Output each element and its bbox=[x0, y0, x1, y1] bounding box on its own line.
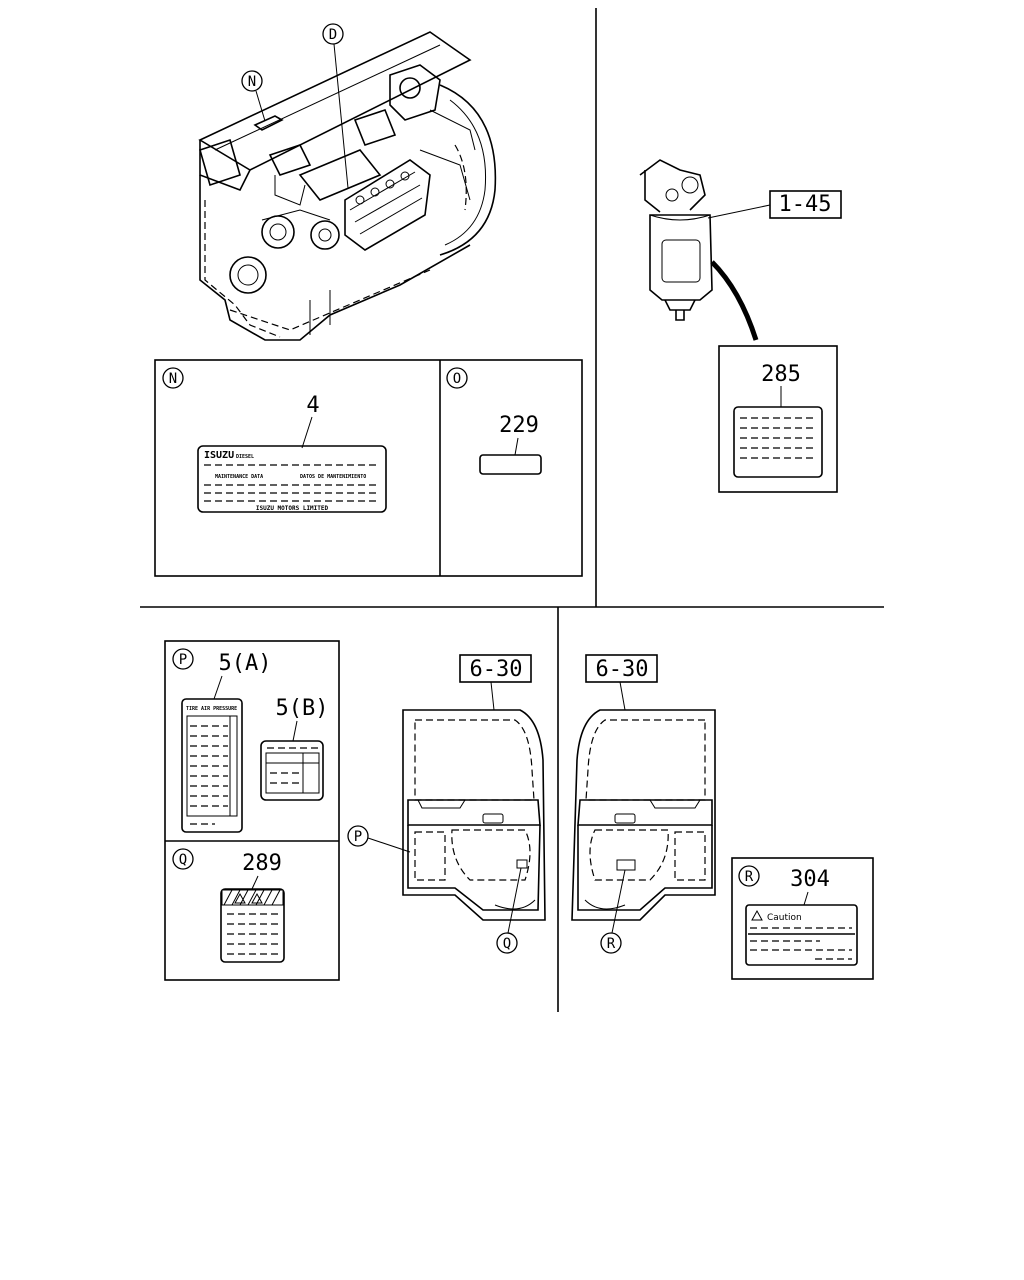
ref-box-1-45 bbox=[769, 190, 842, 219]
isuzu-maintenance-label: ISUZU DIESEL MAINTENANCE DATA DATOS DE M… bbox=[197, 445, 387, 513]
left-door-illustration: 6-30 bbox=[402, 654, 546, 921]
callout-p-letter: P bbox=[179, 652, 187, 668]
tire-pressure-label-b bbox=[260, 740, 324, 801]
part-number-304: 304 bbox=[790, 867, 830, 892]
callout-p-door-letter: P bbox=[354, 829, 362, 845]
p-q-label-panel: P 5(A) TIRE AIR PRESSURE 5(B) bbox=[164, 640, 340, 981]
callout-n-engine: N bbox=[241, 70, 266, 122]
callout-n-box-letter: N bbox=[169, 371, 177, 387]
label-285-sticker bbox=[733, 406, 823, 478]
datos-mantenimiento-text: DATOS DE MANTENIMIENTO bbox=[300, 474, 366, 480]
section-dividers bbox=[140, 8, 884, 1012]
callout-n-letter: N bbox=[248, 74, 256, 90]
callout-q-door-letter: Q bbox=[503, 936, 511, 952]
isuzu-motors-text: ISUZU MOTORS LIMITED bbox=[256, 505, 329, 512]
ref-box-6-30-right bbox=[585, 654, 658, 683]
callout-p-door: P bbox=[347, 825, 411, 853]
ref-box-6-30-left bbox=[459, 654, 532, 683]
part-number-289: 289 bbox=[242, 851, 282, 876]
tire-header-text: TIRE AIR PRESSURE bbox=[186, 706, 237, 712]
part-number-5b: 5(B) bbox=[276, 696, 329, 721]
callout-q-letter: Q bbox=[179, 852, 187, 868]
warning-label-289 bbox=[220, 888, 285, 963]
isuzu-diesel-text: DIESEL bbox=[236, 454, 254, 460]
callout-r-box-letter: R bbox=[745, 869, 754, 885]
callout-o-letter: O bbox=[453, 371, 461, 387]
filter-ref-callout: 1-45 bbox=[707, 190, 842, 219]
part-number-229: 229 bbox=[499, 413, 539, 438]
filter-label-panel: 285 bbox=[718, 345, 838, 493]
ref-6-30-left-text: 6-30 bbox=[470, 657, 523, 682]
caution-label-304: Caution bbox=[745, 904, 858, 966]
callout-r-door: R bbox=[600, 869, 626, 954]
ref-1-45-text: 1-45 bbox=[779, 192, 832, 217]
engine-illustration bbox=[198, 31, 497, 341]
tire-pressure-label-a: TIRE AIR PRESSURE bbox=[181, 698, 243, 833]
isuzu-brand-text: ISUZU bbox=[204, 450, 234, 461]
callout-d-engine: D bbox=[322, 23, 349, 189]
callout-r-door-letter: R bbox=[607, 936, 616, 952]
fuel-filter-illustration bbox=[639, 159, 759, 341]
right-door-illustration: 6-30 bbox=[571, 654, 716, 921]
callout-q-door: Q bbox=[496, 867, 522, 954]
label-229-sticker bbox=[479, 454, 542, 475]
part-number-4: 4 bbox=[306, 393, 319, 418]
maintenance-data-text: MAINTENANCE DATA bbox=[215, 474, 263, 480]
part-number-285: 285 bbox=[761, 362, 801, 387]
ref-6-30-right-text: 6-30 bbox=[596, 657, 649, 682]
r-label-panel: R 304 Caution bbox=[731, 857, 874, 980]
caution-text: Caution bbox=[767, 913, 802, 923]
callout-d-letter: D bbox=[329, 27, 337, 43]
n-o-label-panel: N 4 ISUZU DIESEL MAINTENANCE DATA DATOS … bbox=[154, 359, 583, 577]
part-number-5a: 5(A) bbox=[219, 651, 272, 676]
